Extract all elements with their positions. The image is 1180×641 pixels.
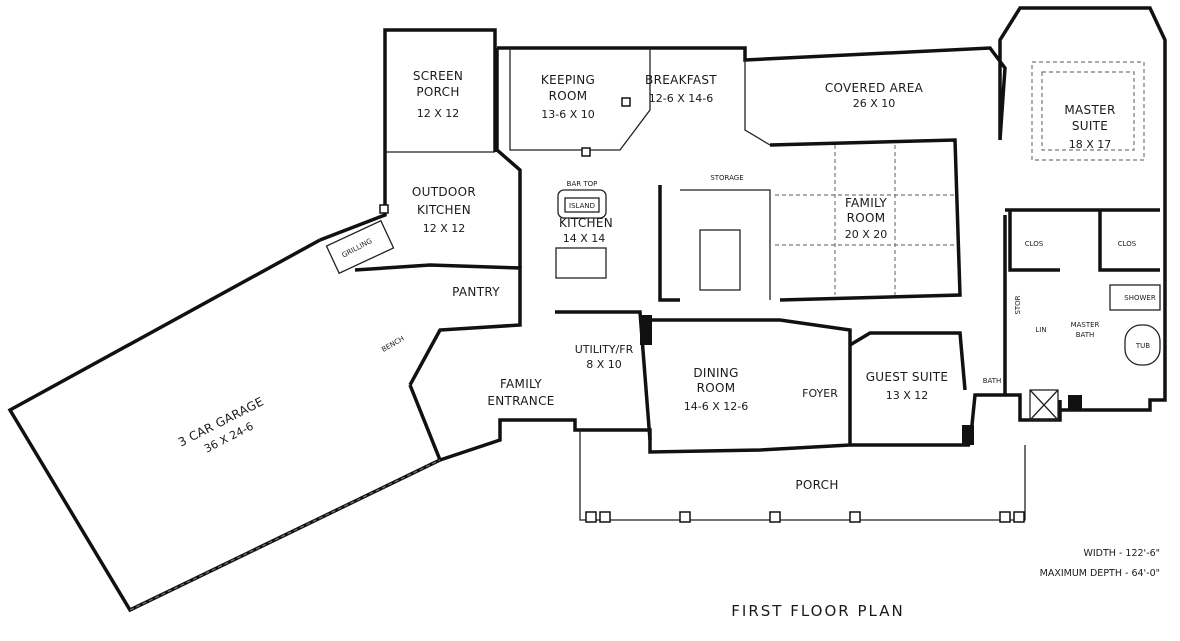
family-entrance-label: FAMILY [500, 377, 542, 391]
guest-suite-size: 13 X 12 [886, 389, 929, 402]
closet-right-label: CLOS [1118, 240, 1137, 248]
dashed-ceiling-lines [129, 61, 1145, 611]
master-suite-size: 18 X 17 [1069, 138, 1112, 151]
keeping-room-label: KEEPING [541, 73, 595, 87]
outdoor-kitchen-size: 12 X 12 [423, 222, 466, 235]
utility-label: UTILITY/FR [575, 343, 634, 356]
porch-label: PORCH [795, 478, 838, 492]
kitchen-size: 14 X 14 [563, 232, 606, 245]
shower-label: SHOWER [1124, 294, 1156, 302]
kitchen-label: KITCHEN [559, 216, 613, 230]
master-bath-label: MASTER [1071, 321, 1100, 329]
width-note: WIDTH - 122'-6" [1083, 548, 1160, 559]
bench-label: BENCH [380, 335, 405, 354]
depth-note: MAXIMUM DEPTH - 64'-0" [1040, 568, 1160, 579]
porch-posts [379, 97, 1082, 523]
lin-label: LIN [1035, 326, 1046, 334]
pantry-label: PANTRY [452, 285, 500, 299]
keeping-room-label-2: ROOM [549, 89, 588, 103]
dining-room-size: 14-6 X 12-6 [684, 400, 748, 413]
family-room-label: FAMILY [845, 196, 887, 210]
keeping-room-size: 13-6 X 10 [541, 108, 595, 121]
master-suite-label-2: SUITE [1072, 119, 1108, 133]
grilling-label: GRILLING [341, 237, 374, 260]
closet-left-label: CLOS [1025, 240, 1044, 248]
exterior-walls [7, 6, 1167, 613]
covered-area-label: COVERED AREA [825, 81, 924, 95]
family-entrance-label-2: ENTRANCE [487, 394, 554, 408]
screen-porch-label: SCREEN [413, 69, 463, 83]
stor-label: STOR [1014, 295, 1022, 314]
breakfast-size: 12-6 X 14-6 [649, 92, 713, 105]
master-bath-label-2: BATH [1076, 331, 1095, 339]
screen-porch-label-2: PORCH [416, 85, 459, 99]
outdoor-kitchen-label: OUTDOOR [412, 185, 476, 199]
covered-area-size: 26 X 10 [853, 97, 896, 110]
breakfast-label: BREAKFAST [645, 73, 717, 87]
bath-label: BATH [983, 377, 1002, 385]
tub-label: TUB [1135, 342, 1150, 350]
bar-top-label: BAR TOP [567, 180, 598, 188]
dining-room-label-2: ROOM [697, 381, 736, 395]
guest-suite-label: GUEST SUITE [866, 370, 949, 384]
dining-room-label: DINING [693, 366, 738, 380]
interior-lines [325, 48, 1161, 521]
foyer-label: FOYER [802, 387, 838, 400]
outdoor-kitchen-label-2: KITCHEN [417, 203, 471, 217]
utility-size: 8 X 10 [586, 358, 622, 371]
master-suite-label: MASTER [1064, 103, 1115, 117]
screen-porch-size: 12 X 12 [417, 107, 460, 120]
plan-title: FIRST FLOOR PLAN [731, 602, 904, 620]
family-room-label-2: ROOM [847, 211, 886, 225]
family-room-size: 20 X 20 [845, 228, 888, 241]
island-label: ISLAND [569, 202, 595, 210]
storage-label: STORAGE [710, 174, 743, 182]
